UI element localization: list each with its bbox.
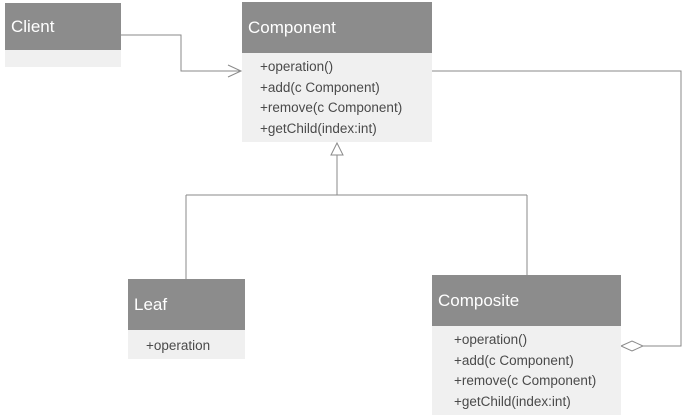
leaf-class-members: +operation: [128, 330, 245, 357]
component-class-header: Component: [242, 2, 432, 53]
generalization-triangle: [330, 141, 344, 156]
association-line: [121, 34, 241, 72]
composite-member: +operation(): [454, 332, 528, 347]
component-member: +getChild(index:int): [260, 120, 377, 136]
leaf-class: Leaf +operation: [128, 279, 245, 359]
composite-member: +remove(c Component): [454, 373, 597, 388]
leaf-class-name: Leaf: [134, 294, 168, 314]
client-class-name: Client: [11, 16, 55, 36]
component-member: +add(c Component): [260, 79, 380, 95]
aggregation-diamond: [619, 340, 645, 352]
aggregation-line: [432, 70, 682, 347]
component-member: +remove(c Component): [260, 100, 403, 115]
client-class-header: Client: [5, 3, 121, 50]
component-class-members: +operation() +add(c Component) +remove(c…: [242, 53, 432, 139]
composite-class-header: Composite: [432, 275, 621, 326]
client-class: Client: [5, 3, 121, 67]
composite-class-name: Composite: [438, 290, 520, 310]
composite-class: Composite +operation() +add(c Component)…: [432, 275, 621, 415]
composite-member: +getChild(index:int): [454, 393, 571, 409]
association-arrowhead: [227, 64, 243, 78]
component-class-name: Component: [248, 17, 336, 37]
component-member: +operation(): [260, 59, 334, 74]
leaf-class-header: Leaf: [128, 279, 245, 330]
composite-class-members: +operation() +add(c Component) +remove(c…: [432, 326, 621, 412]
component-class: Component +operation() +add(c Component)…: [242, 2, 432, 142]
leaf-member: +operation: [146, 338, 211, 353]
composite-member: +add(c Component): [454, 352, 574, 368]
